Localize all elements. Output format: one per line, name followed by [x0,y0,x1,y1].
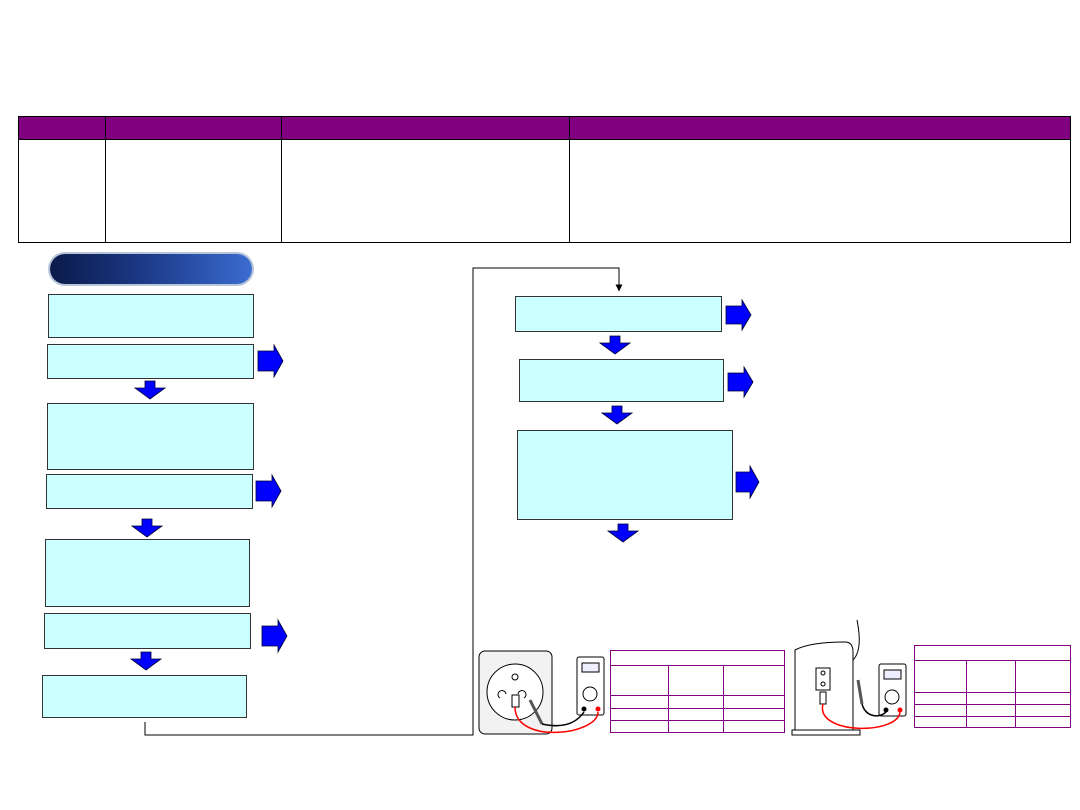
down-arrow-icon [130,518,164,538]
right-arrow-icon [255,473,282,509]
measurement-table [914,645,1071,728]
table-rule [611,708,784,709]
flow-step-box [45,539,250,607]
down-arrow-icon [600,405,634,425]
right-arrow-icon [725,298,752,332]
flow-step-box [44,613,251,649]
table-column-divider [569,117,570,242]
table-column-divider [105,117,106,242]
down-arrow-icon [133,380,167,400]
table-rule [915,704,1070,705]
table-column-divider [281,117,282,242]
down-arrow-icon [606,523,640,543]
table-rule [611,665,784,666]
table-rule [668,665,669,732]
outlet-measurement-illustration [478,650,605,735]
table-rule [966,660,967,727]
flow-step-box [47,403,254,470]
flow-step-box [48,294,254,338]
flow-step-box [519,359,724,402]
table-rule [723,665,724,732]
flow-step-box [46,474,253,509]
compressor-measurement-illustration [791,619,907,736]
summary-table [18,116,1071,243]
table-rule [1015,660,1016,727]
table-rule [611,695,784,696]
table-rule [611,720,784,721]
flow-header-pill [50,254,252,284]
table-rule [915,660,1070,661]
measurement-table [610,650,785,733]
down-arrow-icon [598,335,632,355]
connector-line [144,267,623,736]
right-arrow-icon [735,464,760,500]
table-rule [915,692,1070,693]
flow-step-box [515,296,722,332]
flow-step-box [47,344,254,379]
down-arrow-icon [129,651,163,671]
right-arrow-icon [257,343,284,379]
flow-step-box [517,430,733,520]
flow-step-box [42,675,247,718]
right-arrow-icon [727,365,754,399]
right-arrow-icon [261,618,288,654]
table-rule [915,716,1070,717]
